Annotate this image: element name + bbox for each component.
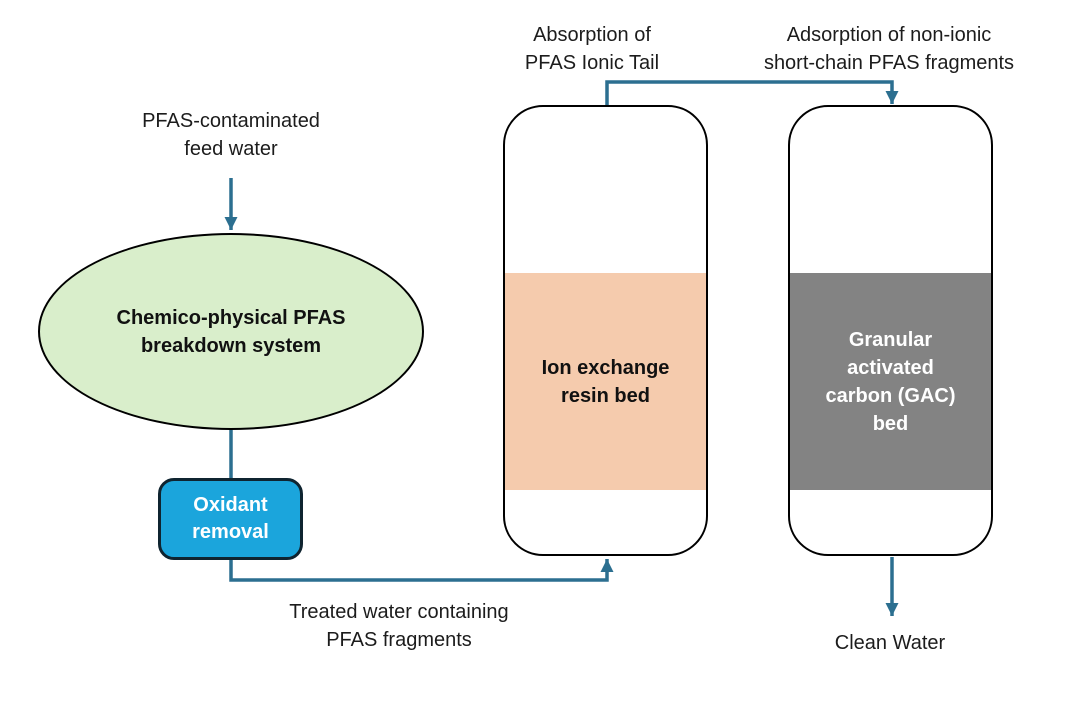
oxidant-removal-node: Oxidant removal <box>158 478 303 560</box>
breakdown-system-node: Chemico-physical PFAS breakdown system <box>38 233 424 430</box>
treated-water-label: Treated water containing PFAS fragments <box>289 601 509 651</box>
adsorption-label: Adsorption of non-ionic short-chain PFAS… <box>763 24 1015 74</box>
clean-water-label: Clean Water <box>834 632 946 654</box>
ion-exchange-bed: Ion exchange resin bed <box>505 273 706 490</box>
oxidant-removal-label: Oxidant removal <box>192 494 269 543</box>
feed-water-label: PFAS-contaminated feed water <box>142 110 320 160</box>
ion-exchange-bed-label: Ion exchange resin bed <box>541 356 670 407</box>
ion-exchange-column: Ion exchange resin bed <box>503 105 708 556</box>
ionic-tail-connector-arrow <box>605 80 899 107</box>
breakdown-system-label: Chemico-physical PFAS breakdown system <box>116 306 346 357</box>
gac-bed-label: Granular activated carbon (GAC) bed <box>825 328 956 435</box>
treated-water-elbow-arrow <box>229 558 614 582</box>
gac-bed: Granular activated carbon (GAC) bed <box>790 273 991 490</box>
absorption-label: Absorption of PFAS Ionic Tail <box>524 24 660 74</box>
gac-column: Granular activated carbon (GAC) bed <box>788 105 993 556</box>
